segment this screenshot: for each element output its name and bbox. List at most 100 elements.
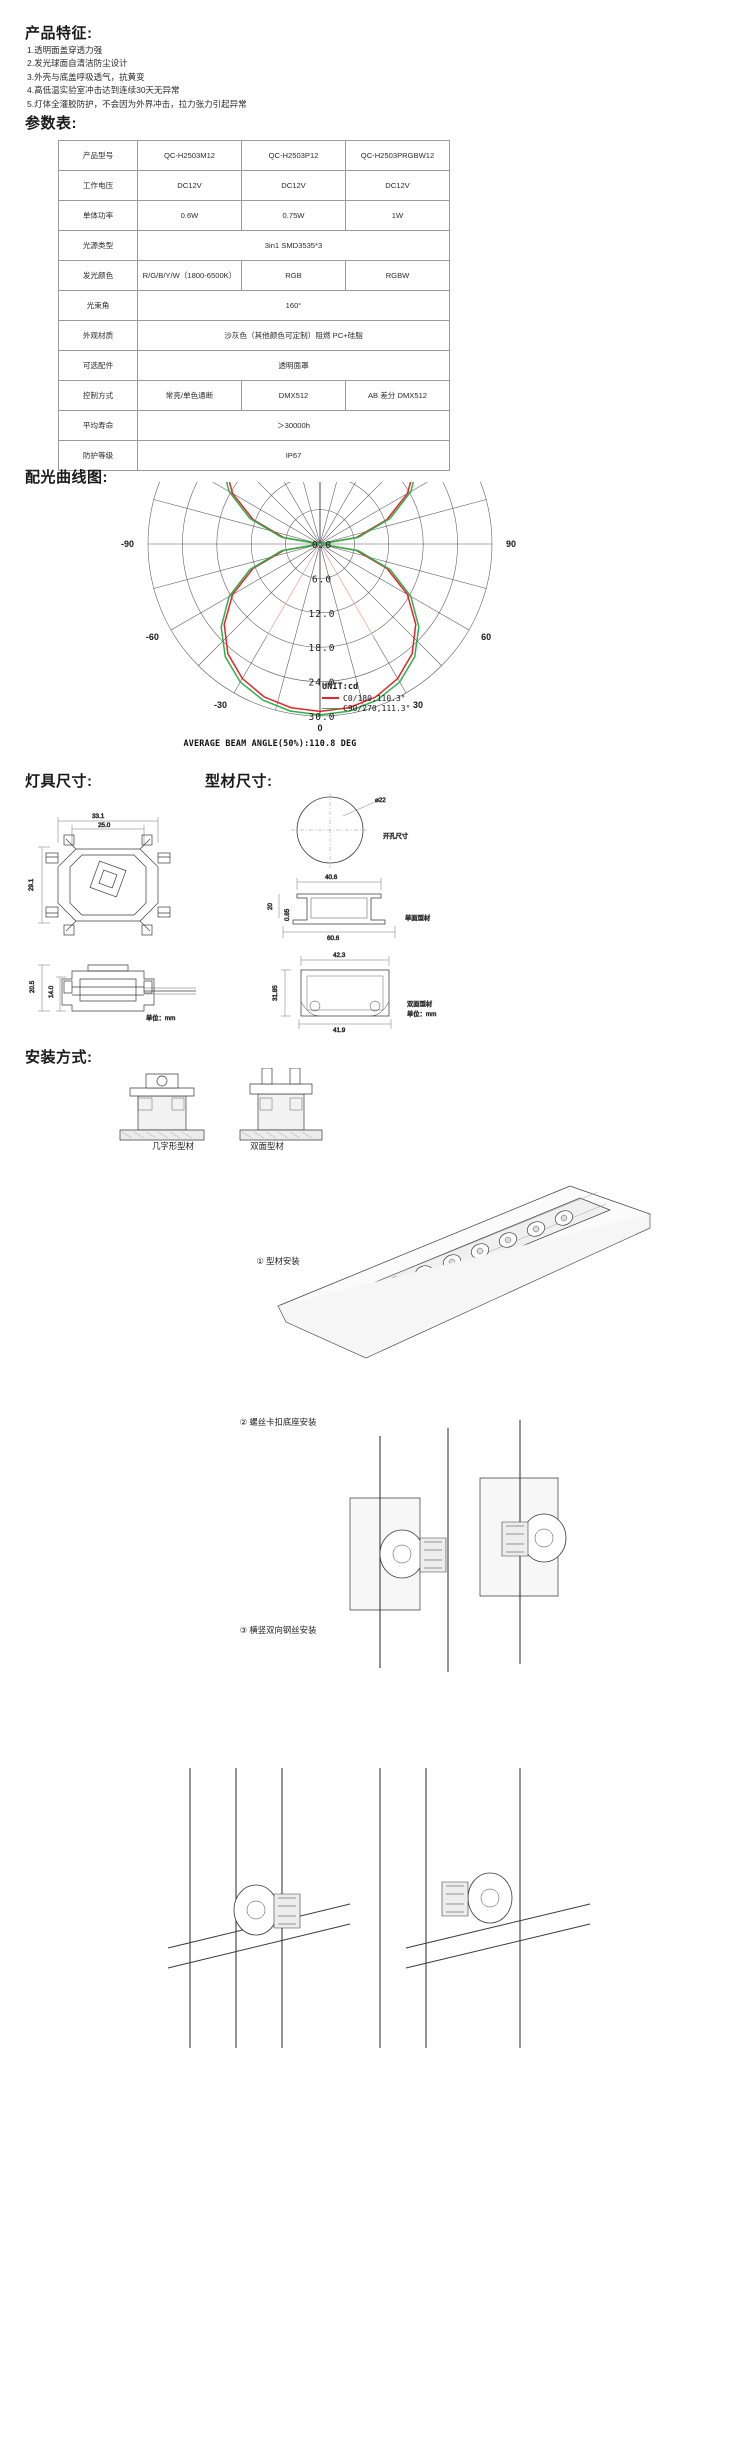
- profile-section-double: [239, 1068, 323, 1141]
- dim-side-body: 14.0: [48, 985, 55, 998]
- legend-swatch-red: [322, 697, 339, 699]
- profile-section-u: [119, 1073, 205, 1141]
- angle-tick: -90: [121, 539, 134, 549]
- caption-profile-double: 双面型材: [250, 1141, 284, 1151]
- dim-double-outer: 41.9: [333, 1027, 346, 1034]
- caption-profile-u: 几字形型材: [152, 1141, 194, 1151]
- parameters-table: 产品型号 QC-H2503M12 QC-H2503P12 QC-H2503PRG…: [58, 140, 450, 471]
- feature-item: 4.高低温实验室冲击达到连续30天无异常: [27, 85, 180, 96]
- row-label: 外观材质: [58, 320, 138, 351]
- dim-single-h2: 0.85: [284, 908, 291, 921]
- cell-material: 沙灰色（其他颜色可定制）阻燃 PC+硅脂: [137, 320, 450, 351]
- legend-label-c0: C0/180,110.3°: [343, 693, 406, 703]
- legend-item-c90: C90/270,111.3°: [322, 704, 410, 713]
- legend-unit-label: UNIT:cd: [322, 682, 359, 692]
- table-row: 产品型号 QC-H2503M12 QC-H2503P12 QC-H2503PRG…: [58, 140, 450, 171]
- cell-voltage-2: DC12V: [241, 170, 346, 201]
- dim-left-height: 29.1: [28, 878, 35, 891]
- average-beam-angle-label: AVERAGE BEAM ANGLE(50%):110.8 DEG: [183, 738, 357, 748]
- cell-model-3: QC-H2503PRGBW12: [345, 140, 450, 171]
- dim-unit-note-fixture: 单位：mm: [146, 1013, 175, 1022]
- row-label: 光束角: [58, 290, 138, 321]
- fixture-dimensions-title: 灯具尺寸:: [25, 773, 93, 790]
- radial-tick: 6.0: [312, 574, 332, 585]
- table-row: 光源类型 3in1 SMD3535*3: [58, 230, 450, 261]
- radial-tick-labels: 0.06.012.018.024.030.0: [309, 540, 336, 723]
- cell-voltage-3: DC12V: [345, 170, 450, 201]
- row-label: 光源类型: [58, 230, 138, 261]
- dim-double-height: 31.85: [272, 985, 279, 1001]
- table-row: 平均寿命 ＞30000h: [58, 410, 450, 441]
- cell-power-2: 0.75W: [241, 200, 346, 231]
- dim-hole-diameter: ⌀22: [375, 797, 386, 804]
- dim-side-total: 20.5: [29, 980, 36, 993]
- cell-lifespan: ＞30000h: [137, 410, 450, 441]
- angle-tick: -30: [214, 700, 227, 710]
- cell-control-2: DMX512: [241, 380, 346, 411]
- table-row: 单体功率 0.6W 0.75W 1W: [58, 200, 450, 231]
- radial-tick: 12.0: [309, 609, 336, 620]
- row-label: 工作电压: [58, 170, 138, 201]
- caption-double-profile: 双面型材: [407, 999, 433, 1008]
- cell-control-3: AB 差分 DMX512: [345, 380, 450, 411]
- dim-single-width: 40.6: [325, 874, 338, 881]
- cell-beam-angle: 160°: [137, 290, 450, 321]
- row-label: 控制方式: [58, 380, 138, 411]
- caption-install-step2: ② 螺丝卡扣底座安装: [239, 1417, 317, 1427]
- angle-tick: 90: [506, 539, 516, 549]
- radial-tick: 18.0: [309, 643, 336, 654]
- table-row: 发光颜色 R/G/B/Y/W（1800-6500K） RGB RGBW: [58, 260, 450, 291]
- dim-single-h1: 20: [267, 902, 274, 910]
- feature-item: 2.发光球面自清洁防尘设计: [27, 58, 128, 69]
- rail-perspective: [277, 1185, 651, 1359]
- table-row: 防护等级 IP67: [58, 440, 450, 471]
- cell-accessory: 透明面罩: [137, 350, 450, 381]
- bracket-mount-group: [349, 1420, 567, 1672]
- feature-item: 1.透明面盖穿透力强: [27, 45, 103, 55]
- features-section-title: 产品特征:: [25, 25, 93, 42]
- row-label: 平均寿命: [58, 410, 138, 441]
- curve-section-title: 配光曲线图:: [25, 469, 108, 486]
- light-distribution-chart: -150-120-90-60-30150120906030-/+1800 0.0…: [110, 482, 530, 757]
- cell-model-2: QC-H2503P12: [241, 140, 346, 171]
- table-row: 外观材质 沙灰色（其他颜色可定制）阻燃 PC+硅脂: [58, 320, 450, 351]
- cell-color-1: R/G/B/Y/W（1800-6500K）: [137, 260, 242, 291]
- polar-series-group: [220, 482, 420, 716]
- dim-top-outer: 33.1: [92, 813, 105, 820]
- dim-double-inner: 42.3: [333, 952, 346, 959]
- table-row: 控制方式 常亮/单色通断 DMX512 AB 差分 DMX512: [58, 380, 450, 411]
- feature-item: 3.外壳与底盖呼吸透气，抗黄变: [27, 71, 145, 82]
- angle-tick-labels: -150-120-90-60-30150120906030-/+1800: [121, 539, 516, 733]
- features-list: 1.透明面盖穿透力强 2.发光球面自清洁防尘设计 3.外壳与底盖呼吸透气，抗黄变…: [27, 44, 487, 111]
- radial-tick: 30.0: [309, 712, 336, 723]
- cell-voltage-1: DC12V: [137, 170, 242, 201]
- cell-power-3: 1W: [345, 200, 450, 231]
- profile-dimension-drawing: ⌀22 开孔尺寸 40.6 60.6 20 0.85 单面型材: [267, 793, 437, 1034]
- table-row: 光束角 160°: [58, 290, 450, 321]
- profile-dimensions-title: 型材尺寸:: [205, 773, 273, 790]
- chart-legend: UNIT:cd C0/180,110.3° C90/270,111.3°: [322, 682, 410, 713]
- legend-swatch-green: [322, 707, 339, 710]
- parameters-section-title: 参数表:: [25, 115, 77, 132]
- caption-install-step1: ① 型材安装: [256, 1256, 300, 1266]
- radial-tick: 24.0: [309, 678, 336, 689]
- fixture-dimension-drawing: 33.1 25.0 29.1 2: [28, 813, 196, 1022]
- cell-control-1: 常亮/单色通断: [137, 380, 242, 411]
- installation-section-title: 安装方式:: [25, 1049, 93, 1066]
- row-label: 产品型号: [58, 140, 138, 171]
- legend-item-c0: C0/180,110.3°: [322, 694, 410, 703]
- legend-label-c90: C90/270,111.3°: [343, 704, 411, 713]
- cell-model-1: QC-H2503M12: [137, 140, 242, 171]
- cell-power-1: 0.6W: [137, 200, 242, 231]
- row-label: 防护等级: [58, 440, 138, 471]
- caption-install-step3: ③ 横竖双向钢丝安装: [239, 1625, 317, 1635]
- angle-tick: -60: [146, 632, 159, 642]
- cell-color-3: RGBW: [345, 260, 450, 291]
- caption-hole-size: 开孔尺寸: [383, 831, 408, 840]
- table-row: 可选配件 透明面罩: [58, 350, 450, 381]
- feature-item: 5.灯体全灌胶防护，不会因为外界冲击，拉力张力引起异常: [27, 98, 247, 109]
- angle-tick: 60: [481, 632, 491, 642]
- installation-diagram: [119, 1068, 651, 2048]
- dim-single-outer: 60.6: [327, 935, 340, 942]
